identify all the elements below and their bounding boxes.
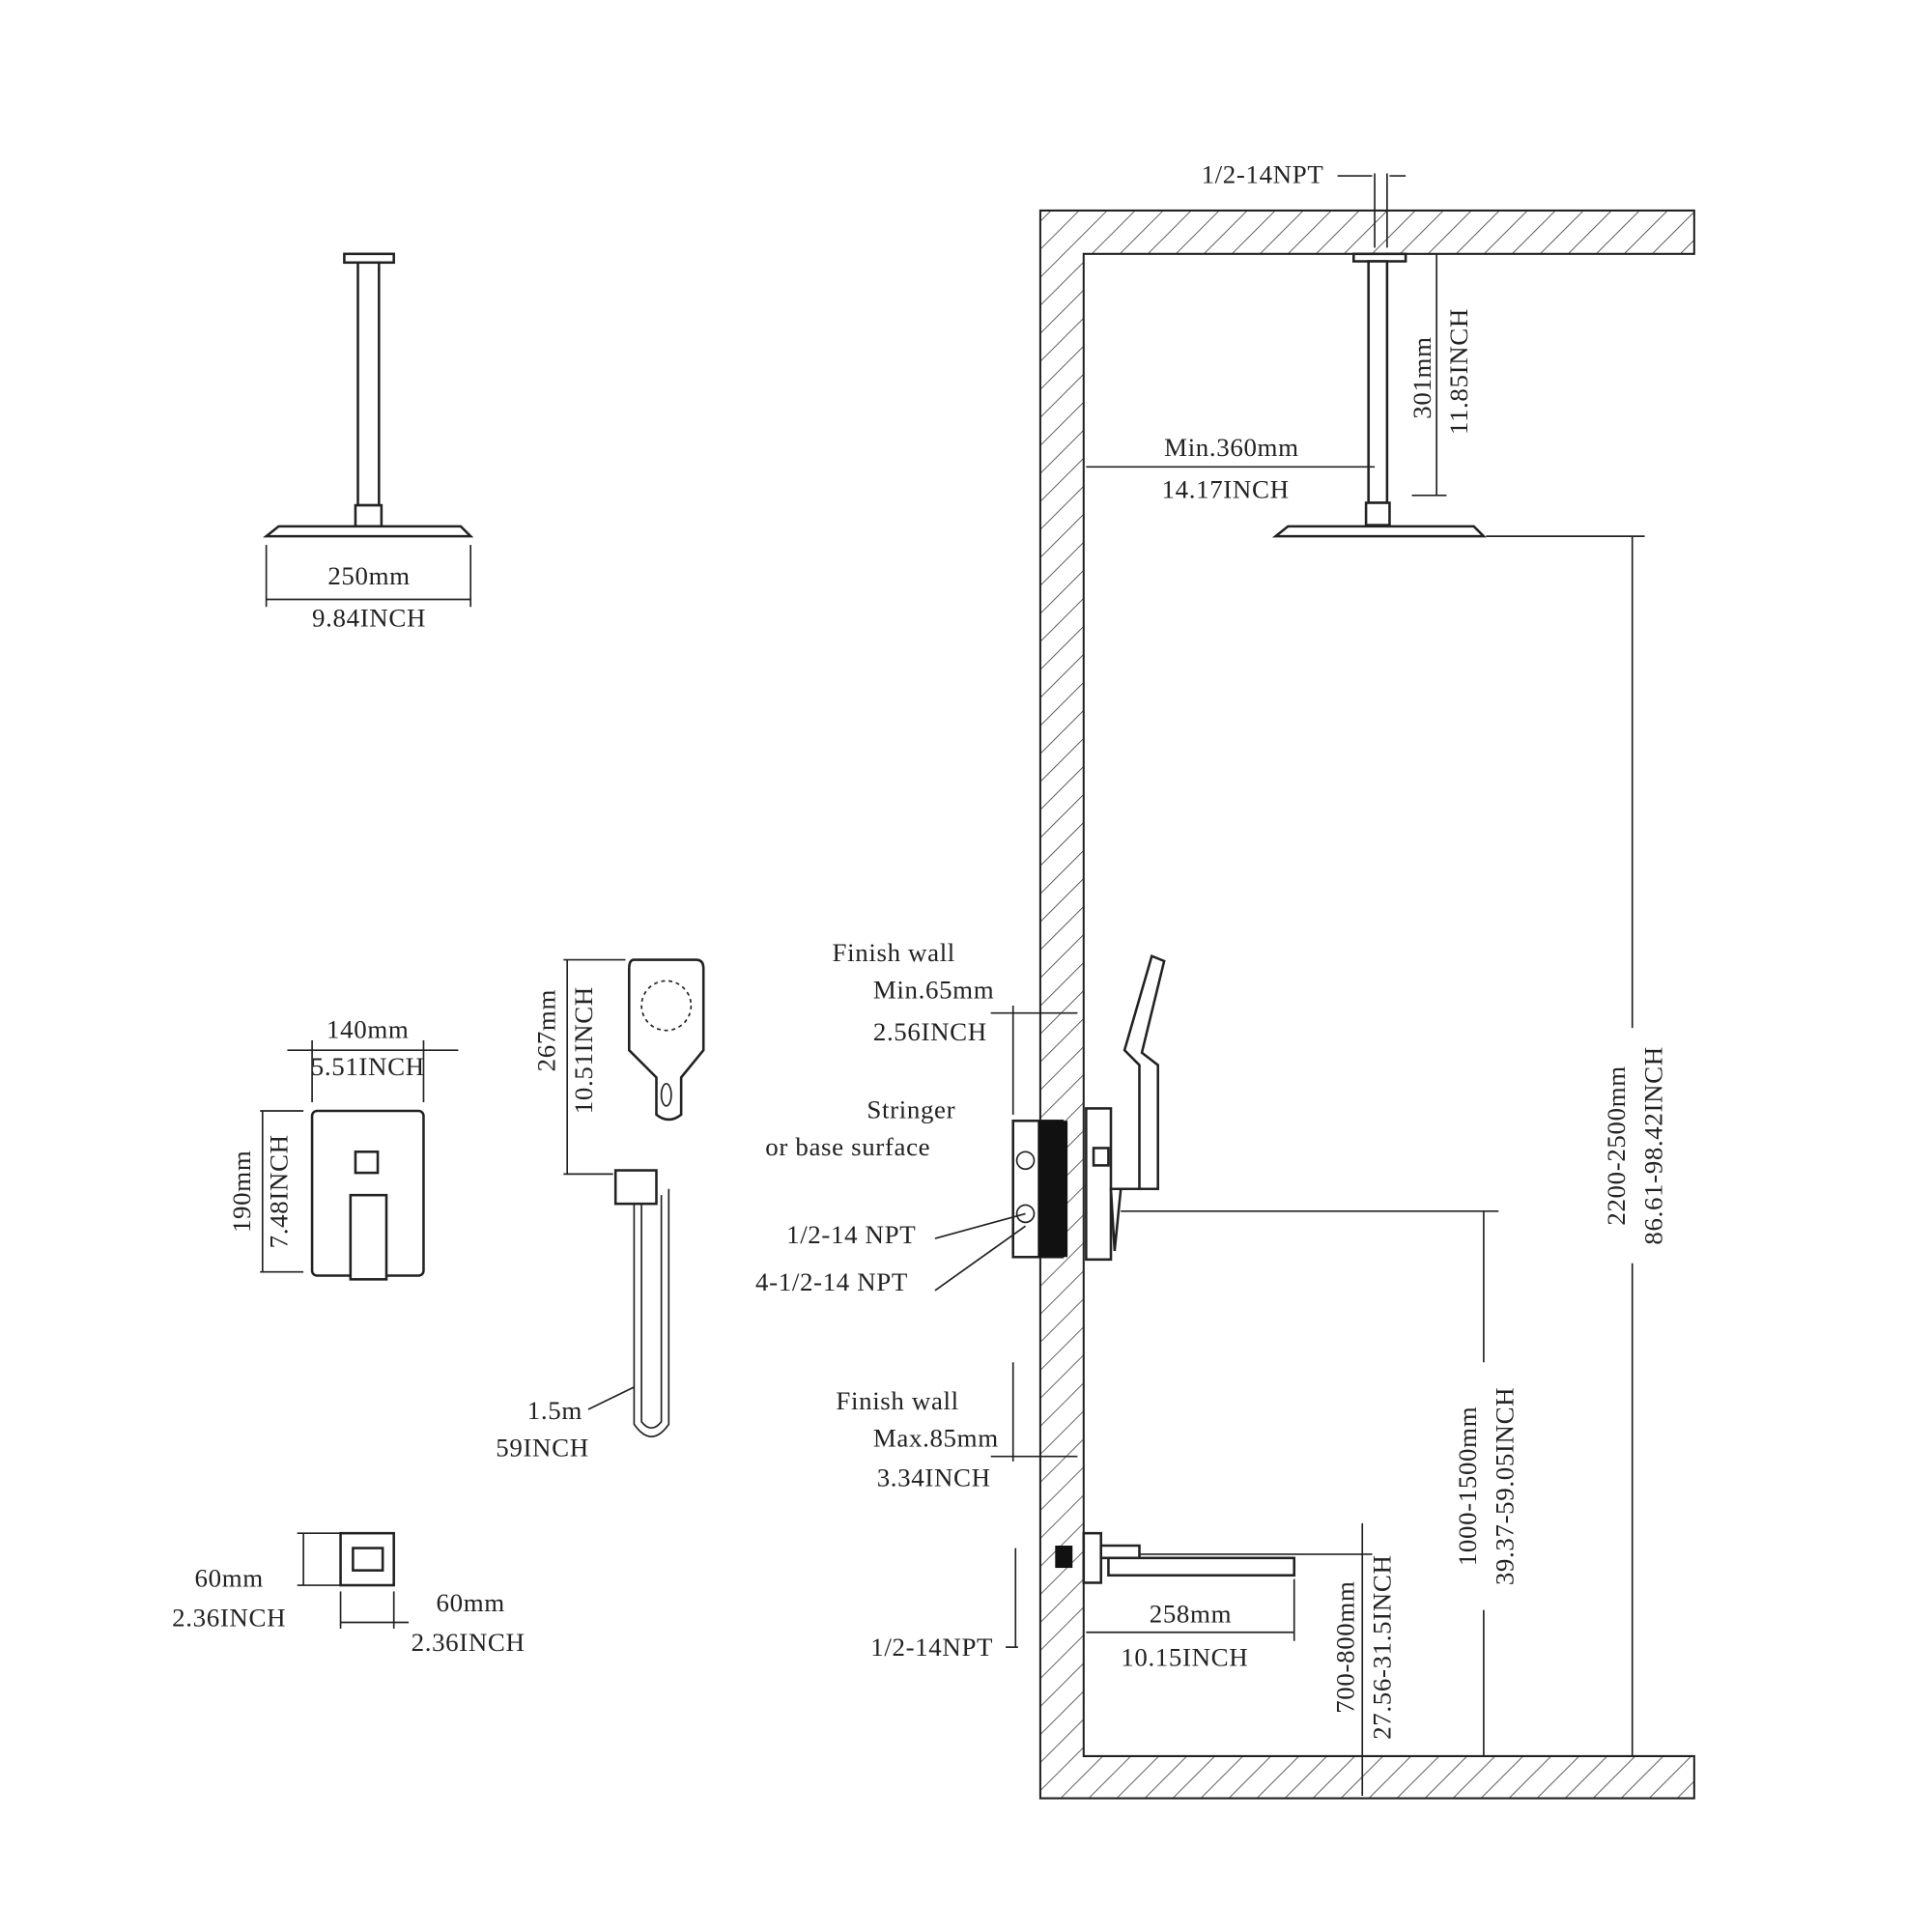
hose-length-m: 1.5m	[527, 1396, 582, 1425]
hose-length-in: 59INCH	[496, 1434, 589, 1463]
wall-hatch	[1038, 209, 1695, 1800]
rain-shower-detail: 250mm 9.84INCH	[262, 252, 474, 633]
valve-port-labels: 1/2-14 NPT 4-1/2-14 NPT	[755, 1212, 1027, 1296]
plate-width-in: 5.51INCH	[311, 1052, 425, 1081]
spout-height-in: 27.56-31.5INCH	[1368, 1554, 1397, 1739]
finish-wall-label-2: Finish wall	[836, 1386, 958, 1415]
wall-section	[1038, 209, 1695, 1800]
finish-wall-min-in: 2.56INCH	[873, 1017, 987, 1046]
arm-length-in: 11.85INCH	[1444, 308, 1473, 435]
rain-head-width-in: 9.84INCH	[312, 604, 426, 633]
head-height-in: 86.61-98.42INCH	[1639, 1046, 1668, 1244]
finish-wall-max: Finish wall Max.85mm 3.34INCH	[836, 1362, 1078, 1492]
plate-height-mm: 190mm	[227, 1151, 256, 1233]
spout-thread-label: 1/2-14NPT	[870, 1633, 993, 1662]
finish-wall-min: Finish wall Min.65mm 2.56INCH	[833, 938, 1078, 1115]
valve-inlet-label: 1/2-14 NPT	[786, 1220, 916, 1249]
wall-outlet-detail: 60mm 2.36INCH 60mm 2.36INCH	[172, 1531, 526, 1657]
min-wall-in: 14.17INCH	[1162, 474, 1290, 503]
stringer-line2: or base surface	[765, 1132, 930, 1161]
spout-length-mm: 258mm	[1150, 1599, 1232, 1628]
ceiling-thread-label: 1/2-14NPT	[1202, 160, 1324, 189]
arm-length-mm: 301mm	[1407, 336, 1436, 418]
rain-head-width-mm: 250mm	[327, 561, 410, 590]
min-wall-mm: Min.360mm	[1164, 433, 1299, 462]
spout-height-mm: 700-800mm	[1330, 1580, 1359, 1713]
finish-wall-max-mm: Max.85mm	[873, 1423, 999, 1452]
plate-width-mm: 140mm	[327, 1014, 409, 1043]
outlet-height-in: 2.36INCH	[172, 1603, 286, 1632]
spout-length-in: 10.15INCH	[1121, 1642, 1248, 1671]
finish-wall-label: Finish wall	[833, 938, 955, 967]
installed-ceiling-arm: 1/2-14NPT 301mm 11.85INCH Min.360mm 14.1…	[1086, 160, 1487, 538]
head-height-dimension: 2200-2500mm 86.61-98.42INCH	[1486, 535, 1668, 1756]
outlet-height-mm: 60mm	[195, 1563, 264, 1592]
stringer-note: Stringer or base surface	[765, 1095, 955, 1161]
valve-height-mm: 1000-1500mm	[1453, 1406, 1482, 1567]
outlet-width-mm: 60mm	[437, 1588, 505, 1617]
outlet-width-in: 2.36INCH	[412, 1628, 526, 1657]
hand-shower-length-in: 10.51INCH	[569, 986, 598, 1114]
hand-shower-detail: 267mm 10.51INCH 1.5m 59INCH	[496, 958, 705, 1463]
finish-wall-min-mm: Min.65mm	[873, 975, 994, 1004]
head-height-mm: 2200-2500mm	[1602, 1065, 1631, 1226]
plate-height-in: 7.48INCH	[264, 1134, 293, 1248]
installed-valve: 1000-1500mm 39.37-59.05INCH	[1011, 954, 1523, 1756]
valve-height-in: 39.37-59.05INCH	[1491, 1387, 1520, 1585]
stringer-line1: Stringer	[867, 1095, 955, 1124]
valve-trim-plate-detail: 140mm 5.51INCH 190mm 7.48INCH	[227, 1014, 459, 1281]
hand-shower-length-mm: 267mm	[531, 989, 560, 1071]
finish-wall-max-in: 3.34INCH	[877, 1463, 991, 1492]
installed-spout: 258mm 10.15INCH 700-800mm 27.56-31.5INCH…	[870, 1522, 1397, 1796]
valve-outlets-label: 4-1/2-14 NPT	[755, 1267, 908, 1296]
